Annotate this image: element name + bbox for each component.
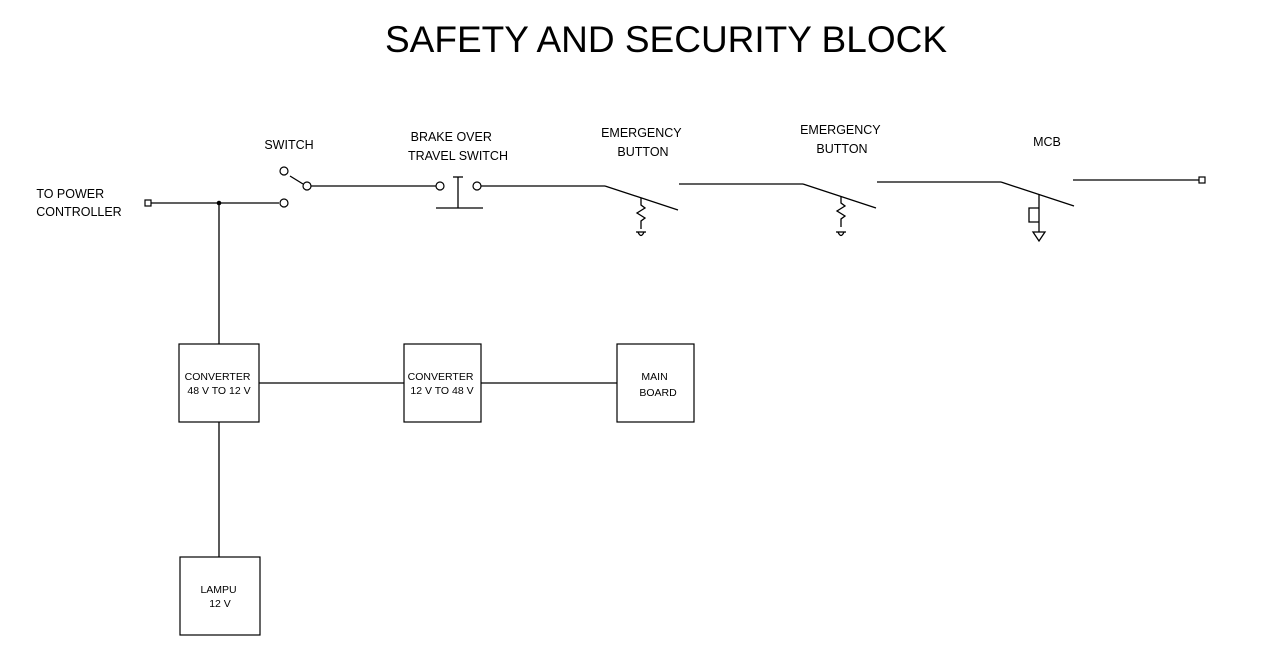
mcb-breaker (1000, 181, 1075, 243)
brake-contact-left (435, 181, 445, 191)
converter-48v-to-12v-text: CONVERTER 48 V TO 12 V (185, 371, 254, 397)
power-controller-label-line2: CONTROLLER (36, 205, 121, 219)
converter-48v-to-12v-line1: CONVERTER (185, 371, 251, 383)
main-board-box (616, 343, 695, 423)
main-board-block: MAIN BOARD (616, 343, 695, 423)
emergency-2-actuator (835, 196, 847, 227)
switch-pivot (302, 181, 312, 191)
power-controller-label: TO POWER CONTROLLER (36, 187, 121, 219)
emergency-button-2-label-line1: EMERGENCY (800, 123, 881, 137)
converter-48v-to-12v-box (178, 343, 260, 423)
emergency-button-1-label-line1: EMERGENCY (601, 126, 682, 140)
lampu-12v-block: LAMPU 12 V (179, 556, 261, 636)
main-board-line1: MAIN (641, 371, 667, 383)
emergency-2-blade (802, 183, 877, 209)
emergency-button-2 (802, 183, 877, 237)
converter-12v-to-48v-line1: CONVERTER (408, 371, 474, 383)
brake-switch-label-line2: TRAVEL SWITCH (408, 149, 508, 163)
brake-switch-label: BRAKE OVER TRAVEL SWITCH (408, 130, 508, 163)
output-terminal (1198, 176, 1206, 184)
switch-contact-bottom (279, 198, 289, 208)
brake-contact-right (472, 181, 482, 191)
diagram-title: SAFETY AND SECURITY BLOCK (385, 19, 947, 60)
lampu-12v-line2: 12 V (209, 598, 231, 610)
mcb-label: MCB (1033, 135, 1061, 149)
switch-blade (289, 175, 304, 185)
switch-label: SWITCH (264, 138, 313, 152)
switch-contact-top (279, 166, 289, 176)
emergency-button-2-label: EMERGENCY BUTTON (800, 123, 884, 156)
main-board-line2: BOARD (639, 387, 677, 399)
lampu-12v-line1: LAMPU (200, 584, 236, 596)
emergency-button-1 (604, 185, 679, 237)
emergency-button-2-label-line2: BUTTON (816, 142, 867, 156)
main-board-text: MAIN BOARD (639, 371, 677, 399)
converter-12v-to-48v-text: CONVERTER 12 V TO 48 V (408, 371, 477, 397)
converter-12v-to-48v-box (403, 343, 482, 423)
emergency-2-ground-icon (837, 231, 845, 237)
power-controller-label-line1: TO POWER (36, 187, 104, 201)
mcb-blade (1000, 181, 1075, 207)
brake-switch-label-line1: BRAKE OVER (411, 130, 492, 144)
mcb-ground-icon (1031, 231, 1047, 243)
selector-switch (279, 166, 312, 208)
emergency-1-ground-icon (637, 231, 645, 237)
converter-12v-to-48v-block: CONVERTER 12 V TO 48 V (403, 343, 482, 423)
converter-48v-to-12v-block: CONVERTER 48 V TO 12 V (178, 343, 260, 423)
brake-over-travel-switch (435, 176, 483, 209)
mcb-latch (1028, 207, 1039, 223)
emergency-1-actuator (635, 198, 647, 229)
lampu-12v-text: LAMPU 12 V (200, 584, 239, 610)
power-terminal (144, 199, 152, 207)
converter-48v-to-12v-line2: 48 V TO 12 V (187, 385, 250, 397)
converter-12v-to-48v-line2: 12 V TO 48 V (410, 385, 473, 397)
emergency-button-1-label: EMERGENCY BUTTON (601, 126, 685, 159)
lampu-12v-box (179, 556, 261, 636)
emergency-button-1-label-line2: BUTTON (617, 145, 668, 159)
